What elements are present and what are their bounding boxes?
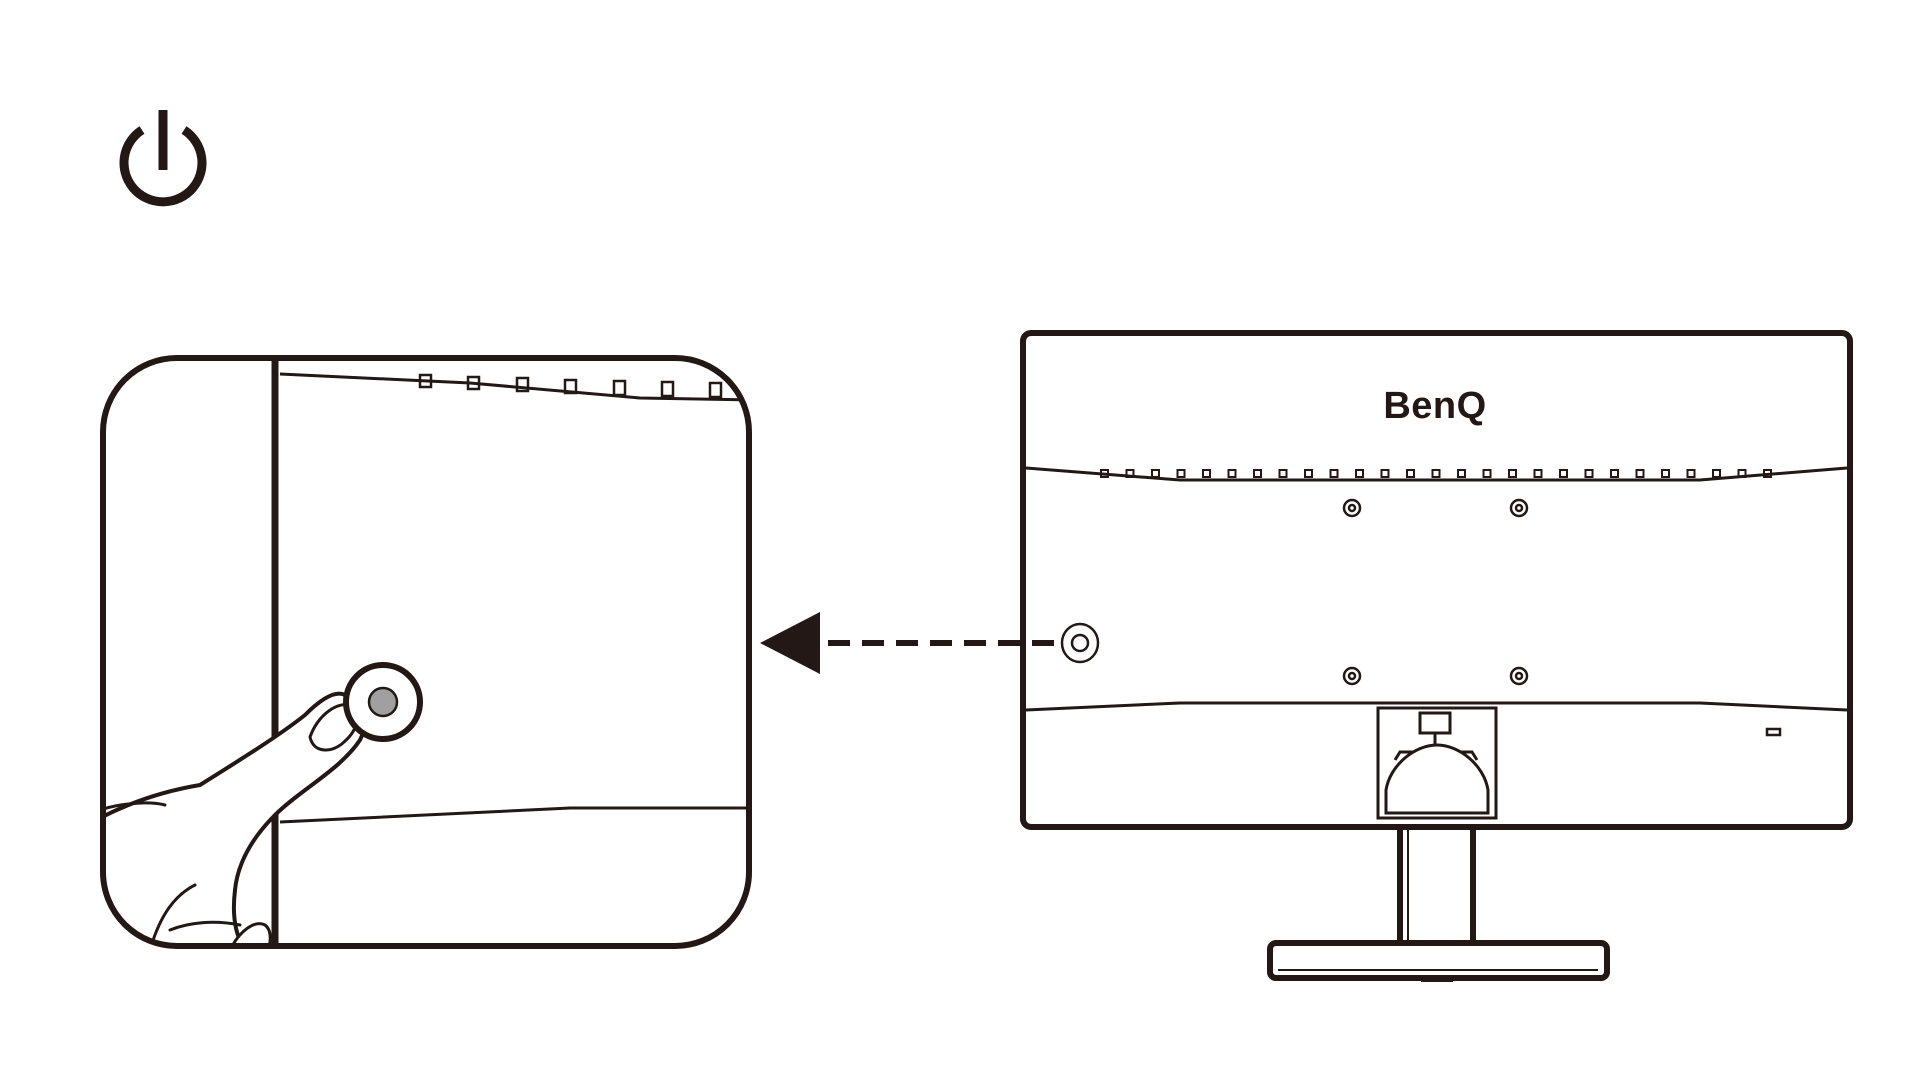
- vent-slot: [1406, 469, 1415, 478]
- vent-slot: [1661, 469, 1670, 478]
- vent-slot: [1151, 469, 1160, 478]
- vent-slot: [1482, 469, 1492, 478]
- finger-pressing-icon: [103, 691, 367, 946]
- vent-slot: [1737, 469, 1747, 478]
- vent-slot: [1202, 469, 1211, 478]
- vent-slot: [1712, 469, 1721, 478]
- vent-slot: [1559, 469, 1568, 478]
- vent-slot: [1584, 469, 1594, 478]
- back-cover-seam-bottom: [279, 806, 749, 824]
- vent-slot: [1533, 469, 1543, 478]
- vent-slot: [1508, 469, 1517, 478]
- vent-slot: [1329, 469, 1339, 478]
- stand-hinge: [1376, 706, 1498, 820]
- vent-slot: [1380, 469, 1390, 478]
- vent-slot: [1763, 469, 1772, 478]
- vent-slot: [1304, 469, 1313, 478]
- back-cover-seam-top: [279, 372, 749, 402]
- vent-slot: [1610, 469, 1619, 478]
- vent-slot: [1635, 469, 1645, 478]
- vent-slot: [1355, 469, 1364, 478]
- monitor-power-button[interactable]: [1060, 622, 1100, 664]
- vent-slot: [1431, 469, 1441, 478]
- zoomed-detail-frame: [100, 355, 752, 949]
- vent-slot: [1686, 469, 1696, 478]
- power-icon: [119, 110, 207, 207]
- brand-logo: BenQ: [1383, 385, 1486, 427]
- stand-base: [1267, 940, 1610, 982]
- monitor-seam-bottom: [1025, 701, 1848, 712]
- monitor-vent-slots: [1100, 469, 1772, 478]
- power-button[interactable]: [367, 686, 399, 718]
- monitor-back-view: BenQ: [1020, 330, 1853, 982]
- vent-slot: [1100, 469, 1109, 478]
- vesa-mount-holes: [1342, 498, 1529, 686]
- vent-slots: [418, 373, 723, 399]
- monitor-seam-top: [1025, 466, 1848, 482]
- kensington-slot: [1765, 727, 1782, 737]
- vent-slot: [1278, 469, 1288, 478]
- monitor-frame: [1020, 330, 1853, 830]
- vent-slot: [1227, 469, 1237, 478]
- vent-slot: [1253, 469, 1262, 478]
- vent-slot: [1457, 469, 1466, 478]
- zoomed-detail-panel: [100, 355, 752, 949]
- stand-neck: [1397, 827, 1476, 945]
- vent-slot: [1125, 469, 1135, 478]
- vent-slot: [1176, 469, 1186, 478]
- arrow-left-icon: [760, 612, 1060, 674]
